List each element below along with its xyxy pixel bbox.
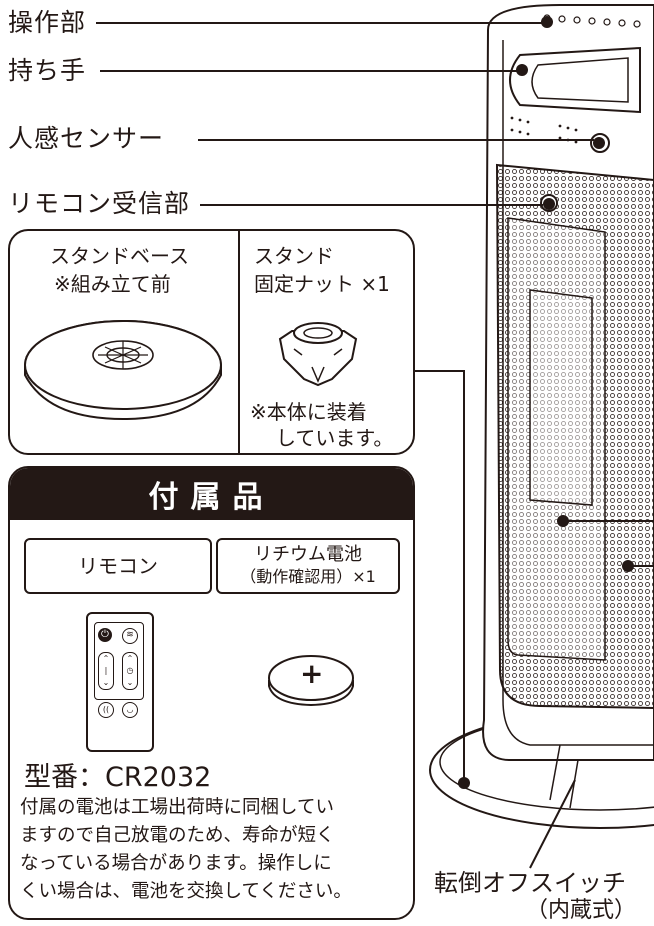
battery-label-box: リチウム電池 （動作確認用）×1 [216,538,400,594]
stand-base-note: ※組み立て前 [54,272,171,296]
note-line-4: くい場合は、電池を交換してください。 [20,881,352,902]
stand-nut-image [278,322,358,387]
remote-label-box: リモコン [24,538,212,594]
nut-note-line1: ※本体に装着 [250,400,367,424]
parts-box-divider [238,231,240,453]
battery-label-line2: （動作確認用）×1 [240,567,376,586]
leader-motion-sensor [198,139,594,141]
nut-title-line2: 固定ナット ×1 [254,272,390,296]
leader-control-panel [96,22,546,24]
eco-icon: ◡ [122,702,138,718]
callout-tip-over-switch: 転倒オフスイッチ [434,869,626,897]
nut-note-line2: しています。 [276,426,394,450]
battery-image [268,655,354,707]
note-line-3: なっている場合があります。操作しに [20,853,332,874]
model-number: 型番：CR2032 [24,762,212,793]
leader-grille-2 [628,565,654,567]
leader-dot-motion-sensor [593,137,605,149]
leader-dot-handle [516,64,528,76]
stand-base-title: スタンドベース [50,244,189,268]
timer-up-icon: ⌃◷⌄ [122,652,138,690]
leader-remote-receiver [200,204,543,206]
accessories-box: 付属品 リモコン リチウム電池 （動作確認用）×1 ⏻ ≋ ⌃|⌄ ⌃◷⌄ ((… [8,466,415,920]
note-line-1: 付属の電池は工場出荷時に同梱してい [20,797,334,818]
stand-base-image [24,320,222,421]
callout-handle: 持ち手 [8,56,87,85]
leader-dot-stand-base [458,777,470,789]
remote-control-image: ⏻ ≋ ⌃|⌄ ⌃◷⌄ (( ◡ [86,612,154,752]
leader-dot-control-panel [541,16,553,28]
leader-parts-box [413,370,465,372]
battery-plus-symbol: + [300,657,324,690]
callout-tip-over-switch-note: （内蔵式） [526,898,637,923]
motion-icon: (( [98,702,114,718]
remote-label: リモコン [78,554,158,578]
callout-motion-sensor: 人感センサー [8,124,165,153]
leader-grille-1 [563,520,654,522]
control-panel-buttons [543,14,641,28]
temp-up-icon: ⌃|⌄ [98,652,114,690]
parts-box: スタンドベース ※組み立て前 スタンド 固定ナット ×1 ※本体に装着 していま… [8,229,415,455]
battery-label-line1: リチウム電池 [254,544,362,565]
accessories-header: 付属品 [10,468,413,520]
heater-grille [495,163,654,710]
leader-parts-box-vertical [463,370,465,782]
power-icon: ⏻ [98,628,112,642]
callout-remote-receiver: リモコン受信部 [8,189,191,218]
nut-title-line1: スタンド [254,244,334,268]
callout-control-panel: 操作部 [8,8,87,37]
leader-dot-remote-receiver [543,198,555,210]
swing-icon: ≋ [122,628,138,644]
note-line-2: ますので自己放電のため、寿命が短く [20,825,335,846]
leader-handle [100,70,520,72]
